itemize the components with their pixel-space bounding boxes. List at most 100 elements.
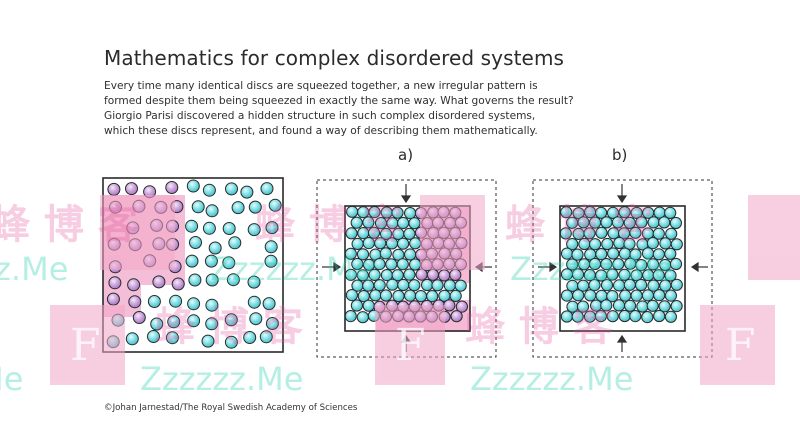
disc	[205, 298, 219, 312]
disc	[247, 275, 261, 289]
disc	[589, 216, 602, 229]
disc	[560, 289, 574, 302]
disc	[392, 309, 405, 323]
disc	[346, 205, 359, 218]
panel-b-dashed-frame	[532, 179, 713, 358]
disc	[228, 236, 242, 250]
disc	[572, 227, 585, 240]
disc	[404, 289, 417, 302]
disc	[624, 257, 637, 270]
disc	[450, 247, 463, 260]
disc	[188, 273, 202, 287]
disc	[368, 268, 381, 281]
disc	[189, 236, 202, 249]
disc	[588, 257, 602, 271]
disc	[623, 278, 636, 291]
disc	[397, 216, 410, 230]
disc	[571, 268, 585, 281]
disc	[186, 179, 200, 193]
disc	[367, 226, 381, 239]
disc	[560, 206, 573, 219]
disc	[454, 258, 467, 271]
disc	[455, 300, 468, 313]
disc	[415, 268, 428, 281]
disc	[635, 216, 648, 229]
disc	[392, 289, 405, 303]
disc	[362, 216, 375, 229]
disc	[606, 310, 619, 323]
disc	[108, 260, 122, 274]
disc	[147, 330, 160, 343]
disc	[403, 310, 416, 323]
disc	[165, 181, 179, 194]
disc	[260, 182, 274, 196]
disc	[449, 227, 462, 240]
disc	[165, 331, 179, 345]
disc	[670, 238, 683, 251]
disc	[432, 299, 445, 312]
panel-loose-discs	[102, 177, 284, 353]
disc	[560, 247, 574, 260]
disc	[351, 237, 364, 250]
disc	[205, 204, 219, 218]
disc	[152, 275, 166, 289]
disc	[438, 269, 451, 282]
disc	[108, 276, 122, 290]
description-line: formed despite them being squeezed in ex…	[104, 95, 574, 107]
disc	[152, 237, 166, 251]
panel-b-arrows	[538, 184, 708, 352]
disc	[652, 269, 665, 282]
disc	[344, 310, 357, 323]
disc	[425, 310, 438, 323]
disc	[431, 216, 445, 229]
panel-b: b)	[532, 146, 713, 358]
disc	[415, 248, 428, 261]
disc	[594, 310, 608, 323]
disc	[396, 258, 409, 271]
disc	[414, 310, 427, 323]
disc	[379, 289, 393, 302]
disc	[613, 236, 626, 250]
disc	[576, 300, 590, 313]
disc	[344, 268, 357, 281]
disc	[584, 206, 597, 219]
disc	[658, 216, 671, 229]
disc	[403, 227, 416, 240]
disc	[669, 257, 683, 271]
disc	[635, 259, 648, 272]
disc	[208, 241, 222, 255]
disc	[409, 237, 422, 250]
disc	[380, 206, 393, 219]
disc	[559, 227, 572, 240]
disc	[143, 254, 157, 268]
disc	[385, 258, 398, 271]
disc	[629, 248, 642, 261]
disc	[595, 206, 608, 219]
disc	[670, 278, 683, 291]
disc	[132, 199, 146, 213]
disc	[268, 198, 282, 212]
disc	[438, 247, 451, 260]
disc	[345, 289, 358, 302]
disc	[167, 315, 181, 329]
disc	[629, 226, 642, 239]
disc	[647, 216, 660, 229]
disc	[443, 299, 456, 312]
disc	[404, 248, 417, 261]
disc	[658, 300, 671, 313]
disc	[368, 206, 381, 219]
disc	[202, 221, 216, 235]
disc	[185, 254, 199, 268]
disc	[624, 299, 637, 312]
disc	[408, 279, 421, 292]
disc	[362, 279, 375, 292]
disc	[386, 217, 399, 230]
disc	[345, 227, 358, 240]
disc	[566, 238, 579, 251]
disc	[664, 269, 677, 282]
disc	[670, 300, 683, 313]
disc	[205, 273, 219, 287]
disc	[125, 182, 138, 196]
disc	[431, 279, 444, 292]
disc	[125, 332, 139, 346]
